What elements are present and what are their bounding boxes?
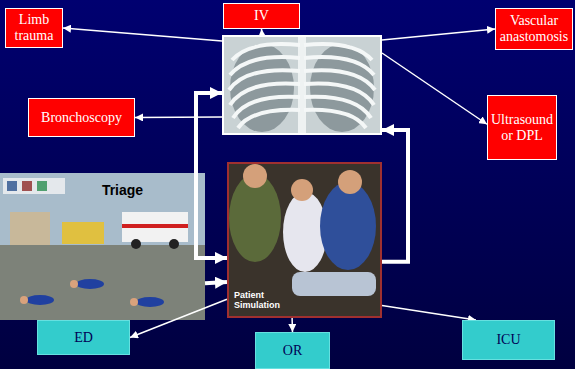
link-arrow [382, 53, 487, 124]
department-box: ED [37, 320, 130, 355]
triage-screenshot [0, 173, 205, 320]
icon [37, 181, 47, 191]
procedure-box: Limb trauma [5, 8, 63, 48]
sky [0, 173, 205, 245]
xray-frame [222, 35, 382, 135]
wheel [169, 239, 179, 249]
casualty [26, 295, 54, 305]
procedure-box: IV [223, 3, 300, 29]
icon [22, 181, 32, 191]
node-label: ED [40, 330, 127, 346]
vehicle [62, 222, 104, 244]
link-arrow [130, 299, 227, 337]
triage-frame: Triage [0, 173, 205, 320]
link-arrow [382, 306, 476, 320]
person-head [243, 164, 267, 188]
icon-strip [3, 178, 65, 194]
building [10, 212, 50, 245]
link-arrow [382, 29, 495, 40]
casualty-head [70, 280, 78, 288]
flow-arrow [382, 130, 408, 262]
node-label: Triage [102, 182, 143, 198]
link-arrow [291, 318, 293, 332]
simulation-frame: Patient Simulation [227, 162, 382, 318]
department-box: OR [255, 332, 330, 369]
person-head [291, 179, 313, 201]
node-label: Bronchoscopy [31, 110, 132, 126]
department-box: ICU [462, 320, 555, 360]
node-label: Limb trauma [8, 12, 60, 44]
casualty-head [130, 298, 138, 306]
patient-mannequin [292, 272, 376, 296]
node-label: Ultrasound or DPL [490, 112, 554, 144]
xray-image [222, 35, 382, 135]
ambulance [122, 212, 188, 242]
casualty [136, 297, 164, 307]
casualty [76, 279, 104, 289]
node-label: OR [258, 343, 327, 359]
icon [7, 181, 17, 191]
person-head [338, 170, 362, 194]
patient-simulation-photo [227, 162, 382, 318]
ribs [229, 44, 300, 128]
procedure-box: Ultrasound or DPL [487, 95, 557, 160]
ground [0, 245, 205, 320]
link-arrow [63, 28, 222, 41]
procedure-box: Vascular anastomosis [495, 8, 573, 50]
node-label: ICU [465, 332, 552, 348]
photo-ground [227, 162, 382, 318]
xray-film [222, 35, 382, 135]
ribs [304, 44, 375, 128]
node-label: Patient Simulation [234, 290, 296, 310]
procedure-box: Bronchoscopy [28, 98, 135, 137]
person-blue-shirt [320, 182, 376, 270]
flow-arrow [205, 282, 227, 283]
ambulance-stripe [122, 224, 188, 228]
wheel [131, 239, 141, 249]
casualty-head [20, 296, 28, 304]
node-label: IV [226, 8, 297, 24]
link-arrow [135, 116, 222, 118]
node-label: Vascular anastomosis [498, 13, 570, 45]
